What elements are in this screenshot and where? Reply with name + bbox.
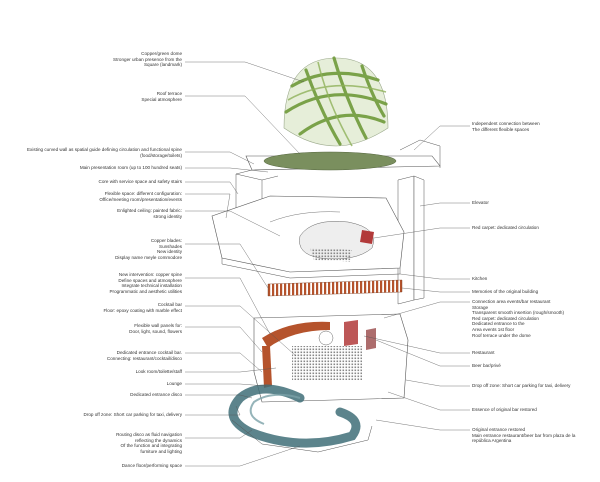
label-essence: Essence of original bar restored bbox=[472, 407, 537, 412]
first-floor-plate bbox=[211, 195, 405, 279]
label-red-carpet-top: Red carpet: dedicated circulation bbox=[472, 225, 539, 230]
ground-floor-volume bbox=[253, 313, 409, 403]
label-ceiling: Enlighted ceiling: painted fabric:strong… bbox=[117, 208, 182, 219]
label-drop-off-left: Drop off zone: Short car parking for tax… bbox=[83, 412, 182, 417]
copper-green-dome bbox=[283, 56, 389, 147]
label-presentation-room: Main presentation room (up to 100 hundre… bbox=[79, 165, 182, 170]
label-core: Core with service space and safety stair… bbox=[98, 179, 183, 184]
label-beer-bar: Beer bar/privé bbox=[472, 363, 501, 368]
label-entrance-disco: Dedicated entrance disco bbox=[130, 392, 182, 397]
label-lounge: Lounge bbox=[166, 381, 182, 386]
disco-routing-spiral bbox=[228, 384, 373, 453]
label-look-room: Look room/toilette/staff bbox=[135, 369, 182, 374]
label-dance-floor: Dance floor/performing space bbox=[121, 463, 182, 468]
label-memories: Memories of the original building bbox=[472, 289, 539, 294]
label-drop-off-right: Drop off zone: Short car parking for tax… bbox=[472, 383, 571, 388]
label-elevator: Elevator bbox=[472, 200, 489, 205]
label-flexible-space: Flexible space: different configuration:… bbox=[99, 191, 182, 202]
copper-blade-band bbox=[267, 279, 403, 297]
label-curved-wall: Existing curved wall as spatial guide de… bbox=[26, 147, 182, 158]
label-restaurant: Restaurant bbox=[472, 350, 495, 355]
roof-terrace-slab bbox=[245, 139, 441, 171]
leader-lines bbox=[185, 61, 470, 467]
label-kitchen: Kitchen bbox=[472, 276, 488, 281]
label-wall-panels: Flexible wall panels for:Door, light, so… bbox=[129, 323, 182, 334]
label-entrance-cocktail: Dedicated entrance cocktail bar.Connecti… bbox=[106, 350, 182, 361]
